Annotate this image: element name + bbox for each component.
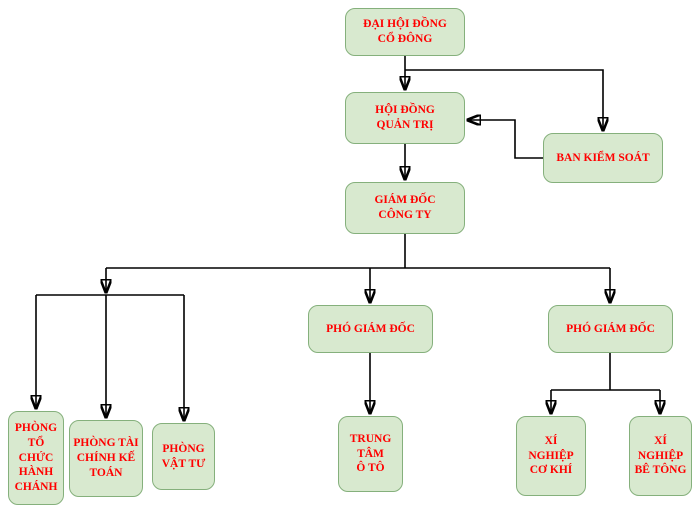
org-box-label: PHÓ GIÁM ĐỐC bbox=[326, 322, 415, 335]
org-box-label: HỘI ĐỒNG QUẢN TRỊ bbox=[375, 104, 435, 131]
org-box-materials-office: PHÒNG VẬT TƯ bbox=[152, 423, 215, 490]
org-box-director: GIÁM ĐỐC CÔNG TY bbox=[345, 182, 465, 234]
org-box-concrete-factory: XÍ NGHIỆP BÊ TÔNG bbox=[629, 416, 692, 496]
org-box-deputy-director-1: PHÓ GIÁM ĐỐC bbox=[308, 305, 433, 353]
org-box-label: PHÒNG TỔ CHỨC HÀNH CHÁNH bbox=[14, 421, 58, 494]
org-box-shareholders: ĐẠI HỘI ĐỒNG CỔ ĐÔNG bbox=[345, 8, 465, 56]
org-box-label: PHÒNG TÀI CHÍNH KẾ TOÁN bbox=[73, 437, 139, 479]
org-box-label: PHÓ GIÁM ĐỐC bbox=[566, 322, 655, 335]
org-box-admin-office: PHÒNG TỔ CHỨC HÀNH CHÁNH bbox=[8, 411, 64, 505]
org-box-mechanical-factory: XÍ NGHIỆP CƠ KHÍ bbox=[516, 416, 586, 496]
org-box-supervisory: BAN KIỂM SOÁT bbox=[543, 133, 663, 183]
org-box-label: GIÁM ĐỐC CÔNG TY bbox=[374, 194, 436, 221]
org-box-auto-center: TRUNG TÂM Ô TÔ bbox=[338, 416, 403, 492]
org-box-label: BAN KIỂM SOÁT bbox=[556, 151, 650, 164]
org-box-label: ĐẠI HỘI ĐỒNG CỔ ĐÔNG bbox=[363, 18, 447, 45]
org-box-label: XÍ NGHIỆP CƠ KHÍ bbox=[528, 434, 574, 477]
org-box-board: HỘI ĐỒNG QUẢN TRỊ bbox=[345, 92, 465, 144]
org-box-deputy-director-2: PHÓ GIÁM ĐỐC bbox=[548, 305, 673, 353]
org-box-label: XÍ NGHIỆP BÊ TÔNG bbox=[634, 434, 687, 477]
org-box-label: TRUNG TÂM Ô TÔ bbox=[349, 432, 392, 475]
org-box-label: PHÒNG VẬT TƯ bbox=[161, 442, 206, 470]
connector-supervisory-board bbox=[468, 120, 543, 159]
org-box-finance-office: PHÒNG TÀI CHÍNH KẾ TOÁN bbox=[69, 420, 143, 497]
